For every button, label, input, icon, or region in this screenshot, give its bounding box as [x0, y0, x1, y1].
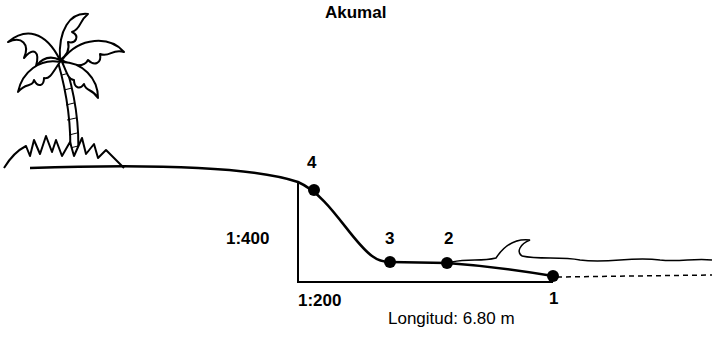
diagram-title: Akumal — [325, 4, 386, 21]
wave — [452, 240, 712, 262]
callout-number: 1 — [549, 290, 558, 307]
scale-axes — [298, 182, 553, 282]
length-label: Longitud: 6.80 m — [388, 310, 515, 327]
callout-number: 4 — [307, 154, 316, 171]
palm-fronds — [8, 14, 124, 98]
callout-number: 3 — [385, 230, 394, 247]
scale-label: 1:200 — [298, 292, 341, 309]
grass — [4, 136, 124, 168]
scale-label: 1:400 — [226, 230, 269, 247]
survey-points — [308, 184, 559, 282]
callout-number: 2 — [444, 230, 453, 247]
sea-level — [557, 275, 712, 277]
